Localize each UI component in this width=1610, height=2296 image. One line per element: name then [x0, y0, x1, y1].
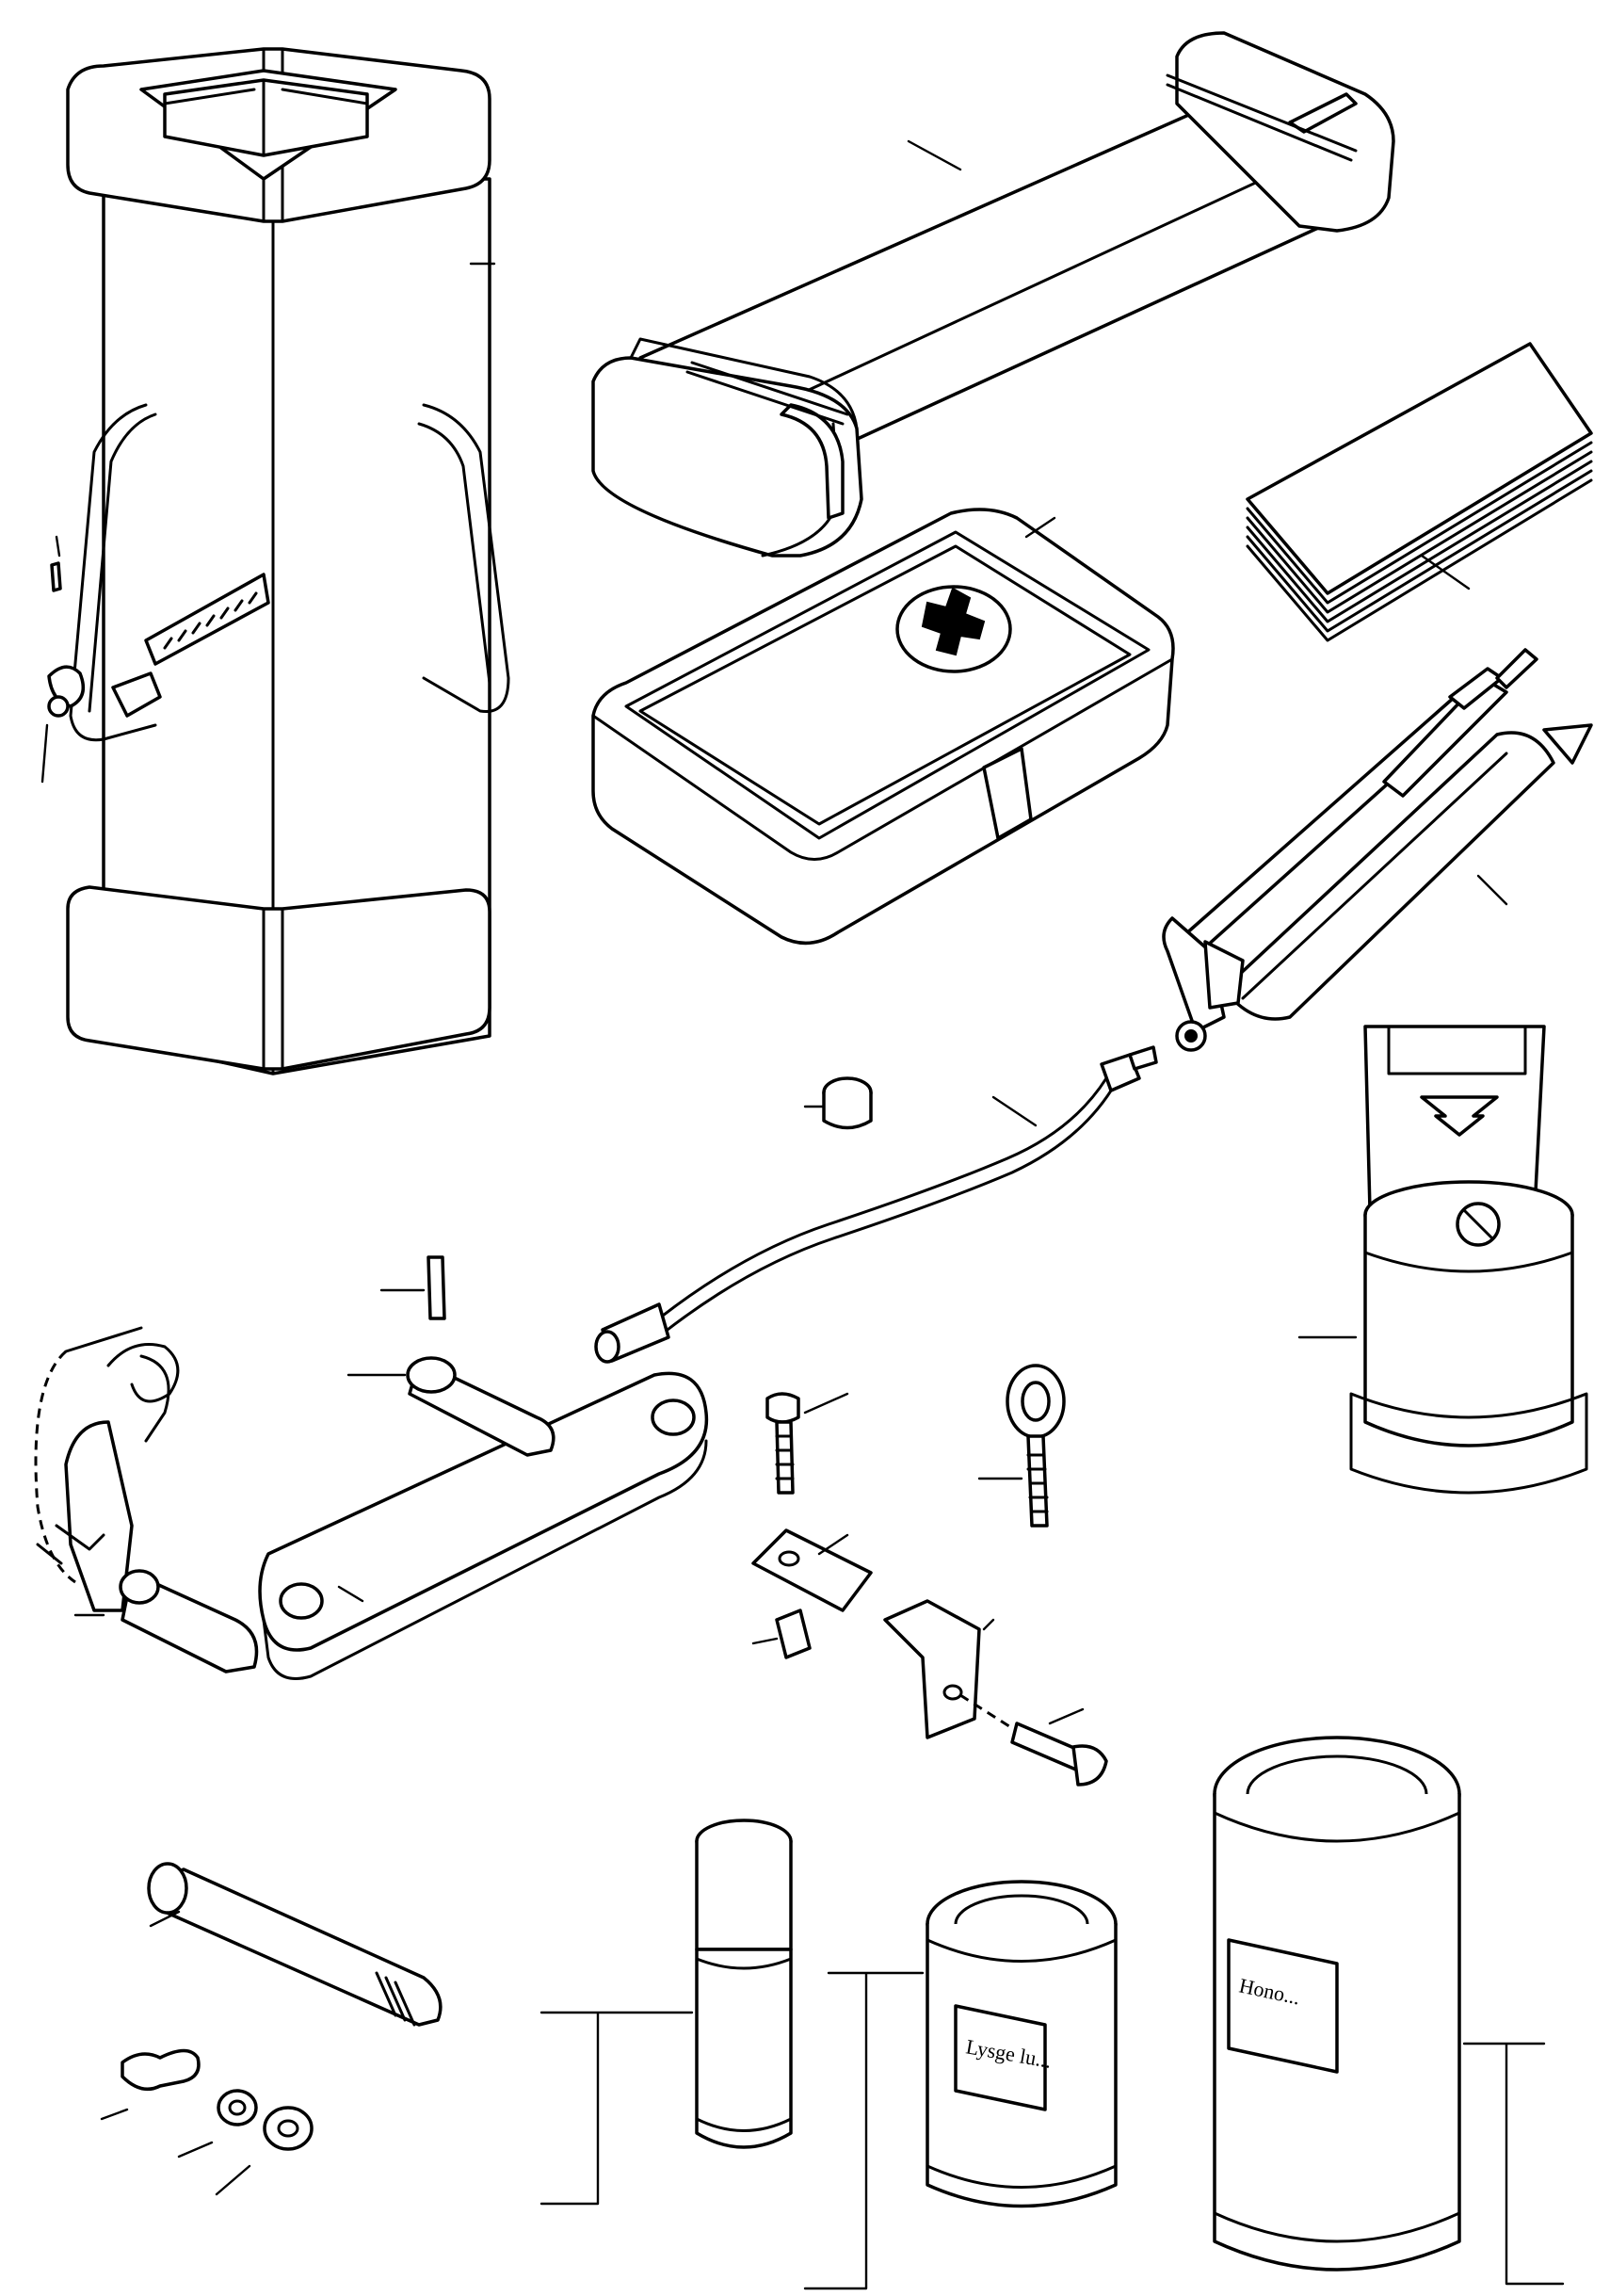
booklet-icon [1248, 344, 1591, 640]
paint-can-icon: Lysge lu... [805, 1882, 1116, 2288]
first-aid-kit-icon [593, 509, 1173, 943]
grease-gun-icon [1164, 650, 1591, 1050]
bracket-set [753, 1394, 1106, 1785]
paint-can-icon: Hono... [1215, 1738, 1563, 2284]
pin-icon [36, 1257, 554, 2194]
spray-can-icon [541, 1820, 791, 2204]
eye-bolt-icon [979, 1366, 1064, 1526]
tow-bar-icon [260, 1373, 706, 1678]
hose-icon [596, 1047, 1156, 1362]
jack-icon [1299, 1027, 1586, 1493]
tool-box-icon [42, 49, 508, 1074]
document-tube-icon [593, 33, 1393, 556]
